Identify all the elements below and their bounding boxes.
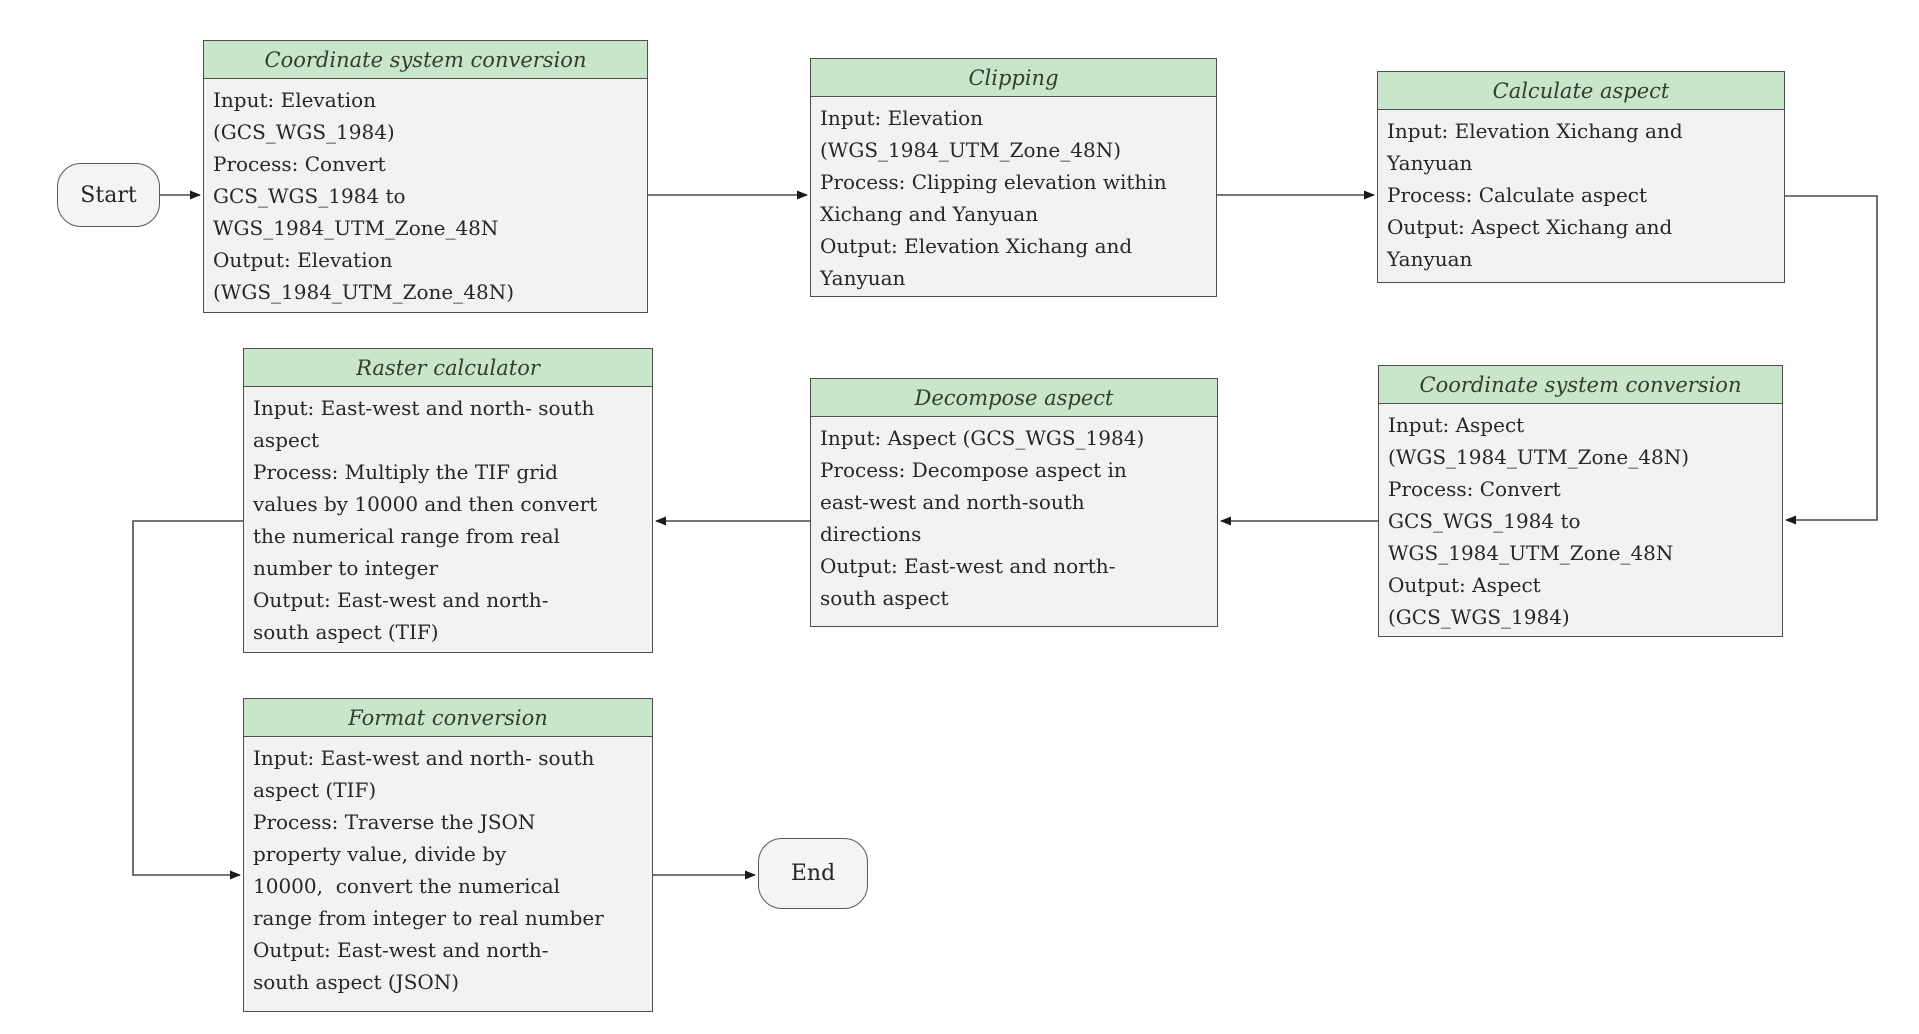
node-title: Coordinate system conversion — [204, 41, 647, 79]
end-node: End — [758, 838, 868, 909]
node-format-conversion: Format conversion Input: East-west and n… — [243, 698, 653, 1012]
end-label: End — [790, 861, 836, 886]
node-title: Calculate aspect — [1378, 72, 1784, 110]
node-title: Raster calculator — [244, 349, 652, 387]
connector-n6-to-n7 — [132, 520, 243, 880]
node-title: Format conversion — [244, 699, 652, 737]
node-raster-calculator: Raster calculator Input: East-west and n… — [243, 348, 653, 653]
node-title: Decompose aspect — [811, 379, 1217, 417]
node-decompose-aspect: Decompose aspect Input: Aspect (GCS_WGS_… — [810, 378, 1218, 627]
node-body: Input: Aspect (GCS_WGS_1984) Process: De… — [820, 426, 1145, 610]
node-body: Input: East-west and north- south aspect… — [253, 746, 604, 994]
connector-n3-to-n4 — [1785, 195, 1878, 525]
node-body: Input: Elevation (WGS_1984_UTM_Zone_48N)… — [820, 106, 1167, 290]
node-body: Input: Elevation Xichang and Yanyuan Pro… — [1387, 119, 1683, 271]
node-body: Input: East-west and north- south aspect… — [253, 396, 598, 644]
node-body: Input: Aspect (WGS_1984_UTM_Zone_48N) Pr… — [1388, 413, 1690, 629]
node-coordinate-system-conversion-2: Coordinate system conversion Input: Aspe… — [1378, 365, 1783, 637]
node-clipping: Clipping Input: Elevation (WGS_1984_UTM_… — [810, 58, 1217, 297]
node-title: Clipping — [811, 59, 1216, 97]
node-body: Input: Elevation (GCS_WGS_1984) Process:… — [213, 88, 515, 304]
node-calculate-aspect: Calculate aspect Input: Elevation Xichan… — [1377, 71, 1785, 283]
start-node: Start — [57, 163, 160, 227]
node-title: Coordinate system conversion — [1379, 366, 1782, 404]
node-coordinate-system-conversion-1: Coordinate system conversion Input: Elev… — [203, 40, 648, 313]
start-label: Start — [80, 182, 137, 208]
